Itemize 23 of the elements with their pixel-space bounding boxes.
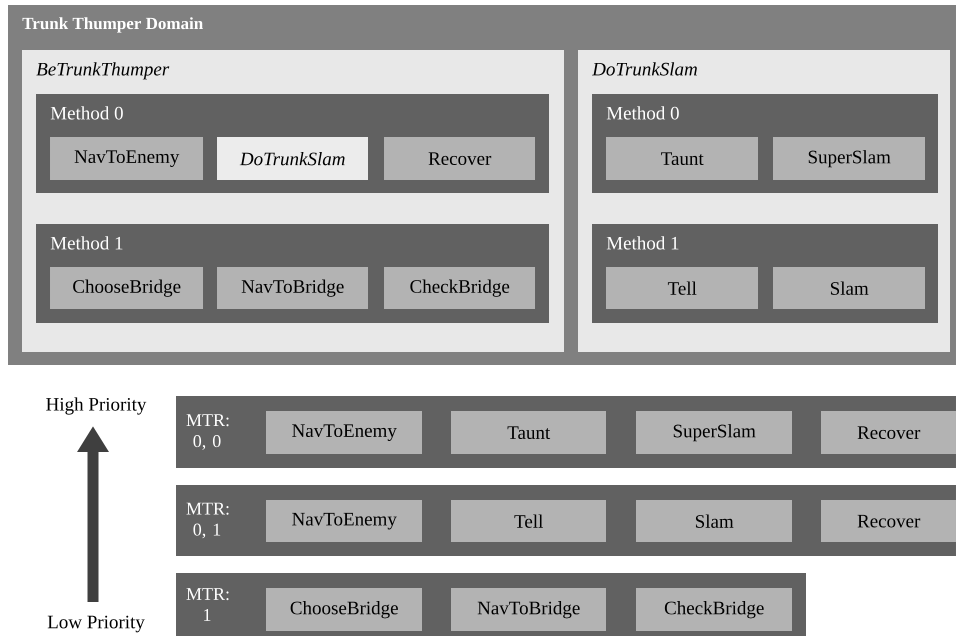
priority-label: High Priority	[46, 397, 146, 415]
task-box: ChooseBridge	[50, 267, 203, 309]
priority-label: Low Priority	[48, 616, 145, 632]
task-box: CheckBridge	[384, 267, 535, 309]
task-box: Taunt	[606, 137, 758, 180]
task-box: Taunt	[451, 411, 606, 454]
task-box: NavToBridge	[451, 588, 606, 631]
task-box: NavToEnemy	[266, 500, 422, 542]
task-box: SuperSlam	[636, 411, 792, 454]
task-box: Recover	[821, 411, 956, 454]
task-box: Slam	[636, 500, 792, 542]
task-box: ChooseBridge	[266, 588, 422, 631]
task-box: SuperSlam	[773, 137, 925, 180]
task-box: Recover	[384, 137, 535, 180]
task-box: DoTrunkSlam	[217, 137, 368, 180]
task-box: Recover	[821, 500, 956, 542]
task-box: Slam	[773, 267, 925, 309]
task-box: Tell	[606, 267, 758, 309]
task-box: NavToEnemy	[50, 137, 203, 180]
task-box: Tell	[451, 500, 606, 542]
task-box: NavToEnemy	[266, 411, 422, 454]
task-box: NavToBridge	[217, 267, 368, 309]
task-box: CheckBridge	[636, 588, 792, 631]
